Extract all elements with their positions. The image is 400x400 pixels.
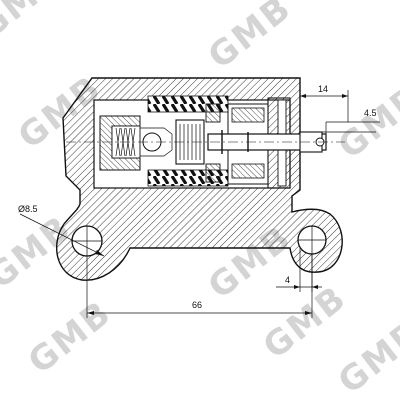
bushing-bottom bbox=[231, 163, 265, 179]
watermark: GMB bbox=[21, 293, 119, 382]
hole-centre-right bbox=[298, 226, 326, 254]
watermark: GMB bbox=[201, 0, 299, 77]
dimension-diameter: Ø8.5 bbox=[18, 204, 105, 257]
dimension-label-diameter: Ø8.5 bbox=[18, 204, 38, 214]
dimension-label-4-5: 4.5 bbox=[364, 108, 377, 118]
watermark: GMB bbox=[331, 78, 400, 167]
dimension-label-66: 66 bbox=[192, 300, 202, 310]
dimension-label-14: 14 bbox=[318, 84, 328, 94]
watermark: GMB bbox=[0, 0, 69, 47]
watermark: GMB bbox=[256, 278, 354, 367]
bushing-top bbox=[231, 107, 265, 123]
dimension-4-5: 4.5 bbox=[322, 108, 380, 150]
watermark: GMB bbox=[331, 313, 400, 400]
seal-ring-bottom bbox=[205, 163, 221, 183]
seal-ring-top bbox=[205, 103, 221, 123]
ball-seat bbox=[140, 127, 173, 157]
dimension-66: 66 bbox=[86, 254, 313, 318]
dimension-14: 14 bbox=[299, 78, 349, 122]
hole-centre-left bbox=[72, 226, 102, 256]
dimension-label-4: 4 bbox=[285, 275, 290, 285]
